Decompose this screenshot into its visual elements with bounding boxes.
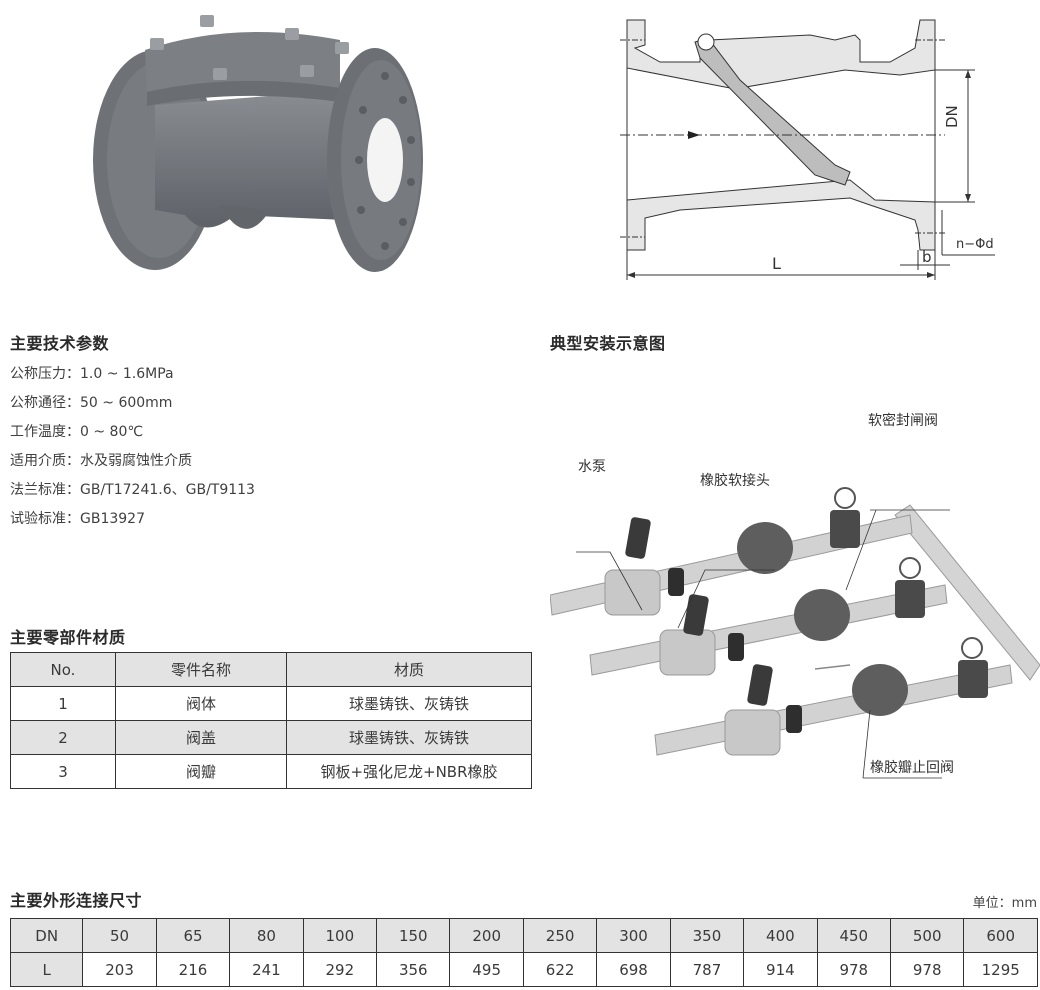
pipeline-installation-icon [549,487,1040,779]
dimensions-table: DN 50 65 80 100 150 200 250 300 350 400 … [9,918,1038,987]
l-cell: 241 [229,952,304,987]
b-dimension-label: b [922,248,932,266]
l-cell: 622 [522,952,598,987]
product-photo [85,10,425,280]
table-header-row: No. 零件名称 材质 [10,652,532,687]
dn-cell: 600 [963,918,1038,953]
spec-value: GB13927 [80,511,145,527]
spec-item: 法兰标准：GB/T17241.6、GB/T9113 [10,476,255,505]
table-cell: 球墨铸铁、灰铸铁 [286,686,532,721]
spec-value: 0 ~ 80℃ [80,424,144,440]
header-cell: 零件名称 [115,652,287,687]
dn-cell: 150 [376,918,451,953]
installation-diagram: 水泵 橡胶软接头 软密封闸阀 橡胶瓣止回阀 [549,400,1040,790]
parts-table: No. 零件名称 材质 1 阀体 球墨铸铁、灰铸铁 2 阀盖 球墨铸铁、灰铸铁 … [10,652,532,789]
spec-value: 1.0 ~ 1.6MPa [80,366,174,382]
dn-cell: 400 [743,918,818,953]
table-row: 2 阀盖 球墨铸铁、灰铸铁 [10,720,532,755]
cross-section-drawing: DN L b n−Φd [600,0,1040,290]
spec-label: 工作温度： [10,424,80,440]
dn-cell: 300 [596,918,671,953]
table-cell: 阀瓣 [115,754,287,789]
unit-label: 单位：mm [972,896,1037,911]
l-cell: 292 [302,952,378,987]
table-row: 1 阀体 球墨铸铁、灰铸铁 [10,686,532,721]
header-cell: 材质 [286,652,532,687]
spec-label: 法兰标准： [10,482,80,498]
spec-label: 适用介质： [10,453,80,469]
dn-dimension-label: DN [943,105,961,128]
parts-title: 主要零部件材质 [10,628,126,647]
l-cell: 978 [889,952,965,987]
callout-check-valve: 橡胶瓣止回阀 [870,760,954,776]
l-cell: 203 [82,952,157,987]
dn-cell: 200 [449,918,524,953]
spec-item: 公称通径：50 ~ 600mm [10,389,255,418]
spec-value: 50 ~ 600mm [80,395,173,411]
install-title: 典型安装示意图 [550,334,666,353]
dn-cell: 50 [82,918,157,953]
dimensions-title: 主要外形连接尺寸 [10,891,143,910]
table-cell: 阀盖 [115,720,287,755]
row-label-dn: DN [9,918,84,953]
spec-value: GB/T17241.6、GB/T9113 [80,482,255,498]
l-cell: 216 [155,952,231,987]
spec-label: 公称压力： [10,366,80,382]
length-dimension-label: L [772,254,781,273]
dn-cell: 100 [302,918,378,953]
table-cell: 球墨铸铁、灰铸铁 [286,720,532,755]
header-cell: No. [10,652,116,687]
l-cell: 978 [816,952,892,987]
spec-label: 试验标准： [10,511,80,527]
table-cell: 1 [10,686,116,721]
l-row: L 203 216 241 292 356 495 622 698 787 91… [9,952,1038,987]
row-label-l: L [9,952,84,987]
spec-item: 公称压力：1.0 ~ 1.6MPa [10,360,255,389]
spec-item: 适用介质：水及弱腐蚀性介质 [10,447,255,476]
bolt-holes-label: n−Φd [956,237,994,252]
dn-cell: 65 [155,918,231,953]
dn-cell: 450 [816,918,892,953]
table-cell: 钢板+强化尼龙+NBR橡胶 [286,754,532,789]
spec-label: 公称通径： [10,395,80,411]
swing-check-valve-photo-icon [93,15,423,272]
l-cell: 356 [376,952,451,987]
table-cell: 3 [10,754,116,789]
check-valve-cross-section-drawing-icon [620,19,995,280]
table-cell: 2 [10,720,116,755]
callout-gate-valve: 软密封闸阀 [868,413,938,429]
specs-title: 主要技术参数 [10,334,110,353]
l-cell: 1295 [963,952,1038,987]
dn-cell: 250 [522,918,598,953]
spec-item: 试验标准：GB13927 [10,505,255,534]
dn-cell: 80 [229,918,304,953]
l-cell: 914 [743,952,818,987]
spec-value: 水及弱腐蚀性介质 [80,453,192,469]
l-cell: 698 [596,952,671,987]
l-cell: 787 [669,952,745,987]
spec-item: 工作温度：0 ~ 80℃ [10,418,255,447]
table-row: 3 阀瓣 钢板+强化尼龙+NBR橡胶 [10,754,532,789]
callout-pump: 水泵 [578,459,606,475]
specs-list: 公称压力：1.0 ~ 1.6MPa 公称通径：50 ~ 600mm 工作温度：0… [10,360,255,534]
l-cell: 495 [449,952,524,987]
table-cell: 阀体 [115,686,287,721]
callout-rubber-joint: 橡胶软接头 [700,473,770,489]
dn-cell: 500 [889,918,965,953]
dn-row: DN 50 65 80 100 150 200 250 300 350 400 … [9,918,1038,953]
dn-cell: 350 [669,918,745,953]
